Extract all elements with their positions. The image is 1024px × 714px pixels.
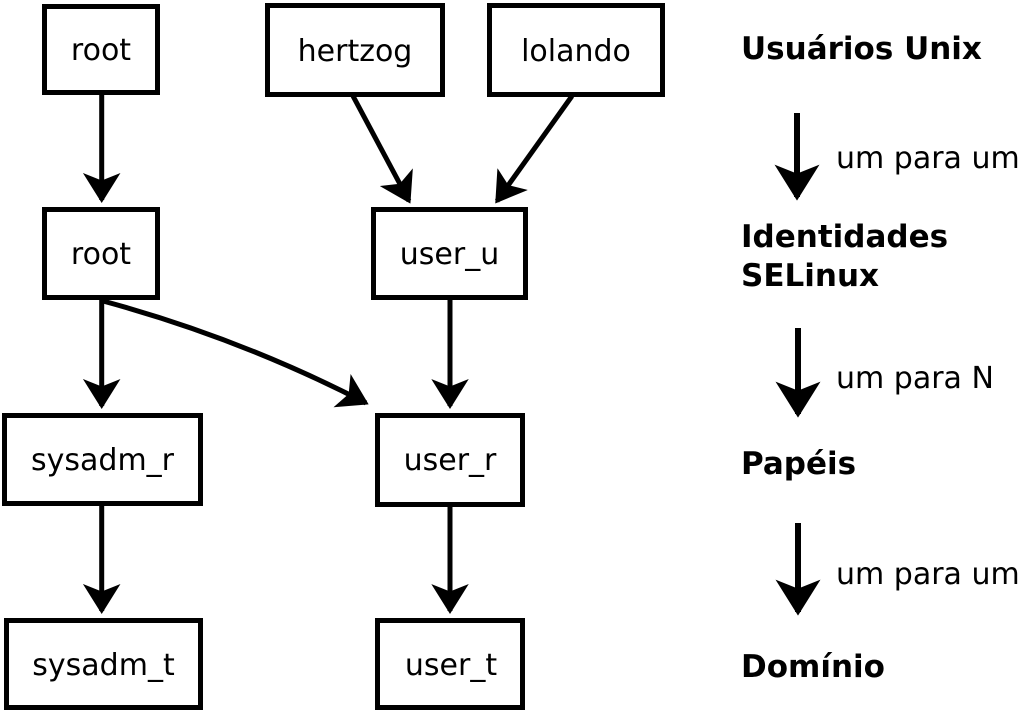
node-selinux-root: root bbox=[42, 207, 160, 300]
node-domain-sysadm_t: sysadm_t bbox=[4, 618, 203, 710]
node-label-unix-root: root bbox=[71, 33, 131, 68]
legend-mapping-one-to-one-1: um para um bbox=[836, 141, 1020, 176]
legend-selinux-identities-label-line2: SELinux bbox=[741, 258, 879, 294]
node-label-unix-lolando: lolando bbox=[521, 34, 631, 69]
node-box-role-user_r bbox=[375, 413, 525, 507]
node-label-selinux-root: root bbox=[71, 237, 131, 272]
edge-root-to-user_r bbox=[102, 298, 369, 408]
node-unix-hertzog: hertzog bbox=[265, 3, 445, 97]
legend-domain-label: Domínio bbox=[741, 649, 885, 685]
node-unix-lolando: lolando bbox=[487, 3, 665, 97]
node-box-domain-user_t bbox=[375, 618, 525, 710]
node-box-domain-sysadm_t bbox=[4, 618, 203, 710]
node-label-selinux-user_u: user_u bbox=[400, 237, 499, 272]
node-domain-user_t: user_t bbox=[375, 618, 525, 710]
node-box-unix-root bbox=[42, 4, 160, 95]
node-label-domain-user_t: user_t bbox=[405, 648, 497, 683]
node-label-role-sysadm_r: sysadm_r bbox=[31, 443, 175, 478]
node-box-selinux-user_u bbox=[371, 207, 528, 300]
node-box-selinux-root bbox=[42, 207, 160, 300]
legend-roles-label: Papéis bbox=[741, 446, 856, 482]
node-box-unix-hertzog bbox=[265, 3, 445, 97]
legend-unix-users-label: Usuários Unix bbox=[741, 31, 982, 67]
node-unix-root: root bbox=[42, 4, 160, 95]
node-box-role-sysadm_r bbox=[2, 413, 203, 506]
legend-mapping-one-to-one-2: um para um bbox=[836, 557, 1020, 592]
edge-hertzog-to-user_u bbox=[350, 94, 413, 204]
node-label-unix-hertzog: hertzog bbox=[298, 34, 413, 69]
legend-selinux-identities-label-line1: Identidades bbox=[741, 219, 948, 255]
node-box-unix-lolando bbox=[487, 3, 665, 97]
edge-lolando-to-user_u bbox=[494, 94, 575, 204]
node-label-domain-sysadm_t: sysadm_t bbox=[32, 648, 175, 683]
node-label-role-user_r: user_r bbox=[404, 443, 497, 478]
node-role-sysadm_r: sysadm_r bbox=[2, 413, 203, 506]
legend-mapping-one-to-n: um para N bbox=[836, 361, 994, 396]
node-role-user_r: user_r bbox=[375, 413, 525, 507]
legend: Usuários Unix um para um Identidades SEL… bbox=[741, 31, 1020, 685]
node-selinux-user_u: user_u bbox=[371, 207, 528, 300]
